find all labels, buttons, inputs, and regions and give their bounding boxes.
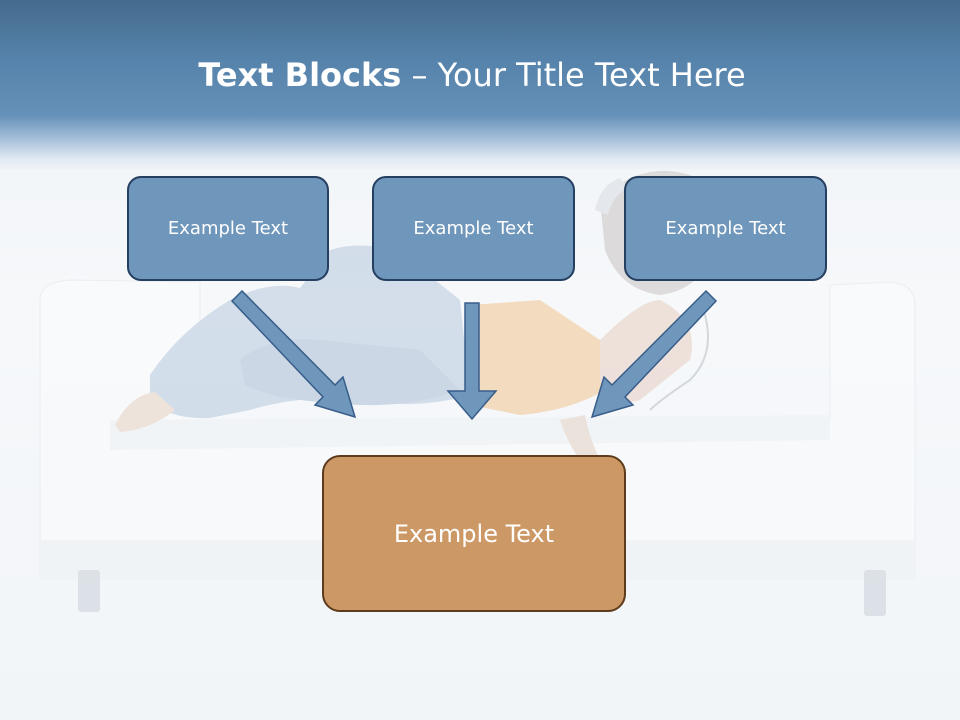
text-block-right-label: Example Text [665,218,786,239]
title-text: Your Title Text Here [437,56,746,94]
text-block-left-label: Example Text [167,218,289,239]
title-dash: – [401,56,438,94]
text-block-center-label: Example Text [413,218,534,239]
slide-title: Text Blocks – Your Title Text Here [0,55,944,95]
text-block-center[interactable]: Example Text [372,176,575,281]
text-block-bottom-label: Example Text [393,519,555,548]
text-block-left[interactable]: Example Text [127,176,329,281]
title-bold: Text Blocks [198,56,402,94]
arrow-right [590,289,718,419]
arrow-left [230,289,357,419]
arrow-center [446,302,498,421]
text-block-right[interactable]: Example Text [624,176,827,281]
title-bar [0,0,960,170]
text-block-bottom[interactable]: Example Text [322,455,626,612]
